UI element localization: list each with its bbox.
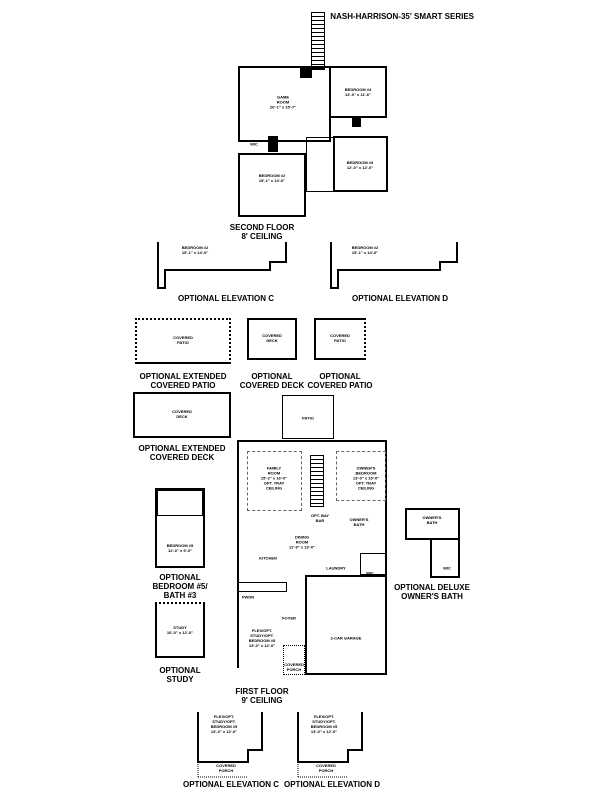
room-label: COVERED PATIO (173, 335, 193, 345)
room-label: STUDY 10'-0" x 12'-0" (166, 625, 194, 635)
room-label: COVERED PATIO (330, 333, 350, 343)
room-label: OPTIONAL ELEVATION D (351, 294, 449, 303)
room-label: WIC (366, 570, 374, 576)
covered-porch (283, 645, 305, 675)
room-label: FLEX/OPT. STUDY/OPT. BEDROOM #5 13'-0" x… (248, 628, 276, 648)
room-label: BEDROOM #4 13'-0" x 11'-6" (344, 87, 372, 97)
room-label: OPTIONAL EXTENDED COVERED PATIO (139, 372, 227, 390)
room-label: BEDROOM #5 12'-0" x 9'-0" (166, 543, 194, 553)
room-label: OWNER'S BEDROOM 13'-0" x 15'-0" OPT. TRA… (352, 465, 380, 491)
room-label: OPT. BAY BAR (310, 513, 330, 523)
room-label: WIC (443, 565, 451, 571)
room-label: OPTIONAL COVERED PATIO (307, 372, 373, 390)
room-label: GAME ROOM 20'-1" x 15'-7" (269, 94, 297, 110)
bath (306, 137, 334, 192)
room-label: OPTIONAL ELEVATION C (182, 780, 280, 789)
room-label: OPTIONAL BEDROOM #5/ BATH #3 (152, 573, 208, 600)
room-label: OPTIONAL EXTENDED COVERED DECK (138, 444, 226, 462)
room-label: COVERED DECK (172, 409, 192, 419)
room-label: OPTIONAL STUDY (159, 666, 201, 684)
room-label: LAUNDRY (326, 565, 346, 571)
patio (282, 395, 334, 439)
first-floor-caption: FIRST FLOOR 9' CEILING (235, 687, 289, 705)
room-label: OWNER'S BATH (349, 517, 369, 527)
room-label: OWNER'S BATH (422, 515, 442, 525)
room-label: FLEX/OPT. STUDY/OPT. BEDROOM #5 13'-0" x… (210, 714, 238, 734)
bedroom-3 (333, 136, 388, 192)
room-label: COVERED DECK (262, 333, 282, 343)
stairs (311, 12, 325, 70)
room-label: COVERED PORCH (284, 662, 304, 672)
room-label: OPTIONAL ELEVATION D (283, 780, 381, 789)
room-label: FOYER (282, 615, 296, 621)
room-label: BEDROOM #2 15'-1" x 14'-0" (351, 245, 379, 255)
stairs (310, 455, 324, 507)
room-label: PWDR (241, 594, 255, 600)
plan-title: NASH-HARRISON-35' SMART SERIES (330, 12, 474, 21)
room-label: BEDROOM #2 15'-1" x 14'-0" (258, 173, 286, 183)
bedroom-2 (238, 153, 306, 217)
room-label: OPTIONAL DELUXE OWNER'S BATH (394, 583, 470, 601)
room-label: DINING ROOM 11'-9" x 13'-0" (289, 534, 315, 550)
room-label: OPTIONAL ELEVATION C (177, 294, 275, 303)
room-label: 2-CAR GARAGE (330, 635, 362, 641)
room-label: PATIO (302, 415, 314, 421)
second-floor-caption: SECOND FLOOR 8' CEILING (229, 223, 295, 241)
room-label: FAMILY ROOM 15'-2" x 16'-0" OPT. TRAY CE… (260, 465, 288, 491)
room-label: WIC (250, 141, 258, 147)
room-label: OPTIONAL COVERED DECK (239, 372, 305, 390)
room-label: BEDROOM #3 12'-0" x 12'-0" (346, 160, 374, 170)
room-label: BEDROOM #2 15'-1" x 14'-0" (181, 245, 209, 255)
room-label: COVERED PORCH (316, 763, 336, 773)
room-label: KITCHEN (259, 555, 277, 561)
room-label: COVERED PORCH (216, 763, 236, 773)
garage (305, 575, 387, 675)
room-label: FLEX/OPT. STUDY/OPT. BEDROOM #5 13'-0" x… (310, 714, 338, 734)
